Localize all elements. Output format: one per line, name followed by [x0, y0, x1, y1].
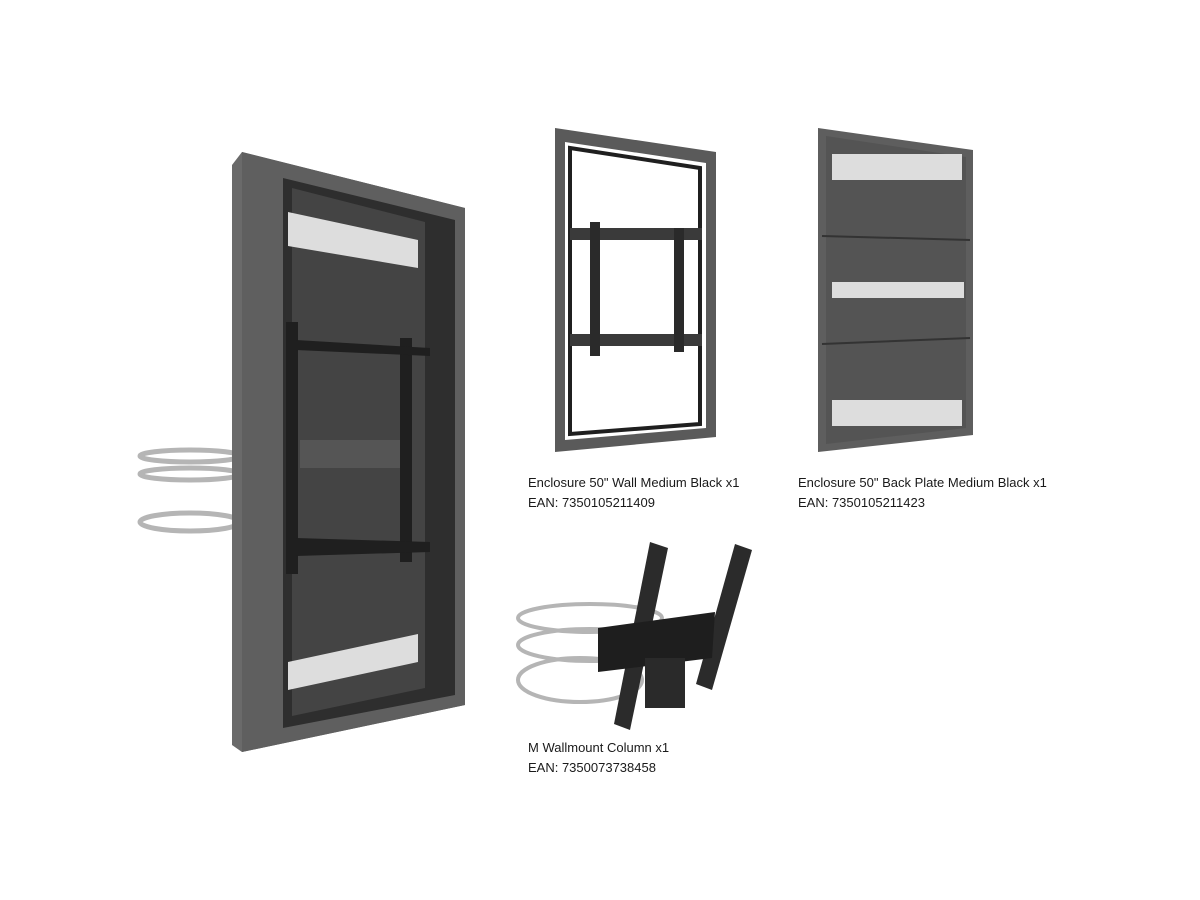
- vesa-bracket: [286, 322, 430, 574]
- product-caption-wallmount: M Wallmount Column x1 EAN: 7350073738458: [528, 738, 669, 778]
- product-name: Enclosure 50" Wall Medium Black x1: [528, 475, 740, 490]
- pole-clamps: [137, 447, 243, 534]
- vent-slots-bottom: [288, 634, 418, 690]
- product-ean: EAN: 7350073738458: [528, 760, 656, 775]
- assembled-enclosure-image: [137, 152, 465, 752]
- product-ean: EAN: 7350105211409: [528, 495, 655, 510]
- back-plate-image: [818, 128, 973, 452]
- wall-enclosure-image: [555, 128, 716, 452]
- product-caption-wall: Enclosure 50" Wall Medium Black x1 EAN: …: [528, 473, 740, 513]
- vent-slots-top: [288, 212, 418, 268]
- product-ean: EAN: 7350105211423: [798, 495, 925, 510]
- product-name: M Wallmount Column x1: [528, 740, 670, 755]
- product-caption-back-plate: Enclosure 50" Back Plate Medium Black x1…: [798, 473, 1047, 513]
- wallmount-column-image: [516, 542, 752, 730]
- product-name: Enclosure 50" Back Plate Medium Black x1: [798, 475, 1047, 490]
